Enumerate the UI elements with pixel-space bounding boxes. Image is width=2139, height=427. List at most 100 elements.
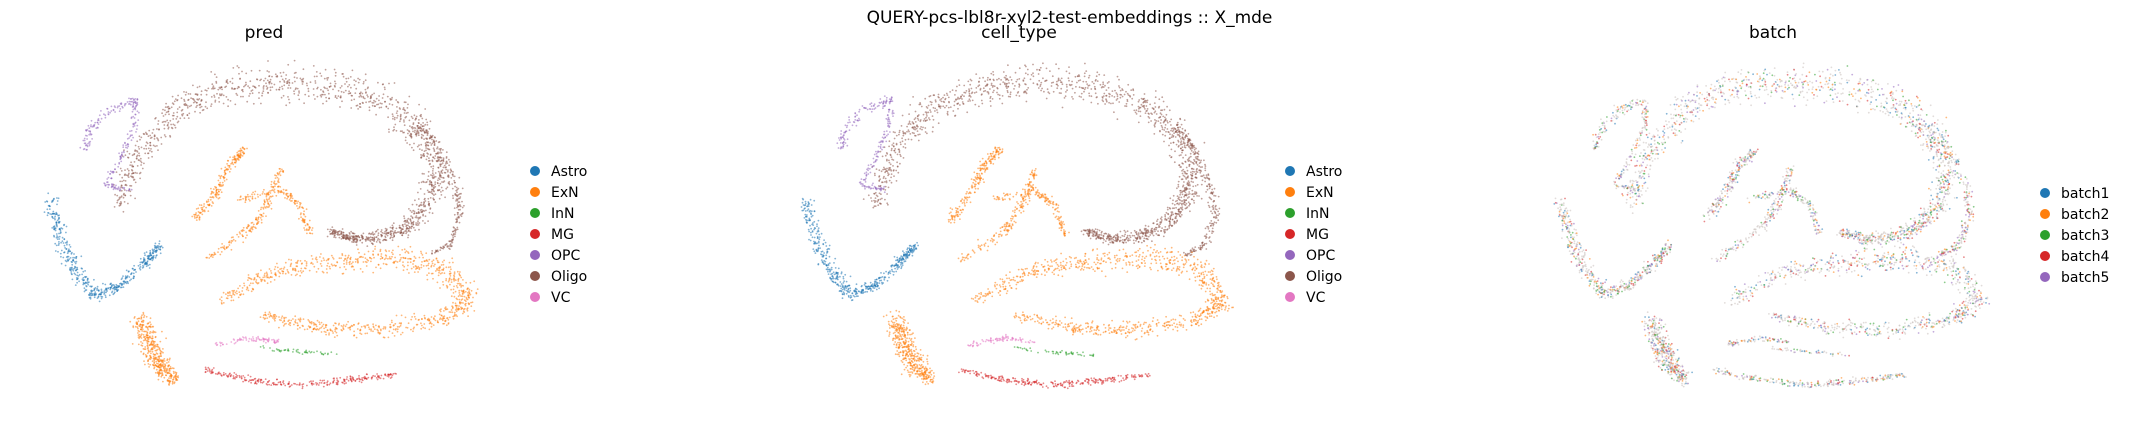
scatter-point (56, 200, 59, 202)
scatter-point (434, 270, 437, 272)
scatter-point (403, 215, 405, 218)
scatter-point (417, 191, 419, 194)
scatter-point (249, 80, 252, 83)
scatter-point (160, 355, 162, 357)
scatter-point (162, 363, 164, 366)
scatter-point (232, 156, 235, 159)
scatter-point (149, 137, 152, 140)
scatter-point (69, 266, 72, 269)
scatter-point (425, 141, 428, 144)
scatter-point (134, 108, 137, 111)
scatter-point (47, 192, 50, 195)
scatter-point (294, 203, 296, 205)
scatter-point (123, 104, 126, 107)
scatter-point (445, 279, 447, 282)
scatter-point (86, 128, 89, 131)
scatter-point (377, 232, 380, 235)
scatter-point (265, 205, 268, 208)
scatter-point (241, 70, 243, 73)
scatter-point (122, 155, 125, 158)
scatter-point (264, 280, 266, 282)
scatter-point (439, 165, 442, 168)
scatter-point (273, 83, 276, 86)
scatter-point (306, 232, 308, 235)
scatter-point (316, 75, 318, 78)
scatter-point (279, 186, 282, 188)
scatter-point (49, 213, 52, 215)
scatter-point (452, 236, 455, 239)
scatter-point (289, 263, 292, 266)
scatter-point (154, 331, 157, 334)
scatter-point (212, 367, 215, 369)
scatter-point (241, 234, 244, 236)
panel-title-batch: batch (1749, 23, 1797, 43)
scatter-point (136, 154, 139, 157)
scatter-point (268, 311, 271, 314)
scatter-point (145, 147, 148, 150)
scatter-point (425, 145, 427, 148)
scatter-point (410, 115, 413, 118)
scatter-point (445, 266, 448, 269)
scatter-point (149, 141, 152, 144)
scatter-point (412, 223, 415, 226)
scatter-point (294, 80, 296, 83)
scatter-point (421, 117, 424, 120)
scatter-point (156, 345, 159, 348)
scatter-point (163, 369, 166, 372)
scatter-point (458, 204, 461, 207)
scatter-point (241, 89, 243, 91)
scatter-point (222, 94, 225, 97)
scatter-point (410, 318, 413, 321)
scatter-point (1013, 88, 1015, 90)
scatter-point (261, 338, 263, 341)
scatter-point (51, 227, 54, 229)
scatter-point (216, 92, 218, 95)
scatter-point (163, 376, 166, 379)
scatter-point (401, 228, 404, 231)
scatter-point (262, 316, 265, 319)
scatter-point (268, 198, 270, 201)
scatter-point (53, 225, 56, 228)
scatter-point (184, 102, 187, 105)
scatter-point (1164, 134, 1167, 137)
scatter-point (434, 251, 436, 254)
scatter-point (268, 339, 270, 341)
scatter-point (379, 258, 382, 260)
scatter-point (429, 162, 431, 165)
scatter-point (123, 192, 125, 195)
scatter-point (440, 170, 443, 173)
scatter-point (1036, 83, 1039, 85)
scatter-point (125, 269, 128, 272)
scatter-point (367, 236, 370, 239)
scatter-point (451, 311, 454, 314)
scatter-point (209, 255, 212, 258)
scatter-point (1139, 115, 1142, 117)
scatter-point (163, 134, 166, 136)
scatter-point (189, 93, 192, 95)
scatter-point (138, 333, 141, 336)
scatter-point (158, 357, 161, 360)
scatter-point (158, 248, 160, 251)
scatter-point (132, 179, 135, 181)
scatter-point (397, 245, 400, 248)
scatter-point (221, 243, 224, 245)
scatter-point (395, 227, 398, 230)
scatter-point (73, 253, 75, 255)
scatter-point (59, 232, 62, 235)
scatter-point (406, 142, 408, 144)
scatter-point (268, 82, 271, 85)
scatter-point (284, 272, 287, 275)
scatter-point (140, 161, 143, 164)
scatter-point (1170, 156, 1173, 158)
scatter-point (405, 250, 408, 253)
scatter-point (436, 259, 439, 262)
scatter-point (329, 267, 331, 270)
scatter-point (283, 320, 286, 323)
scatter-point (207, 366, 210, 369)
scatter-point (382, 93, 385, 96)
scatter-point (442, 283, 445, 286)
scatter-point (276, 383, 279, 386)
scatter-point (285, 74, 288, 76)
scatter-point (206, 107, 209, 110)
scatter-point (424, 142, 427, 145)
